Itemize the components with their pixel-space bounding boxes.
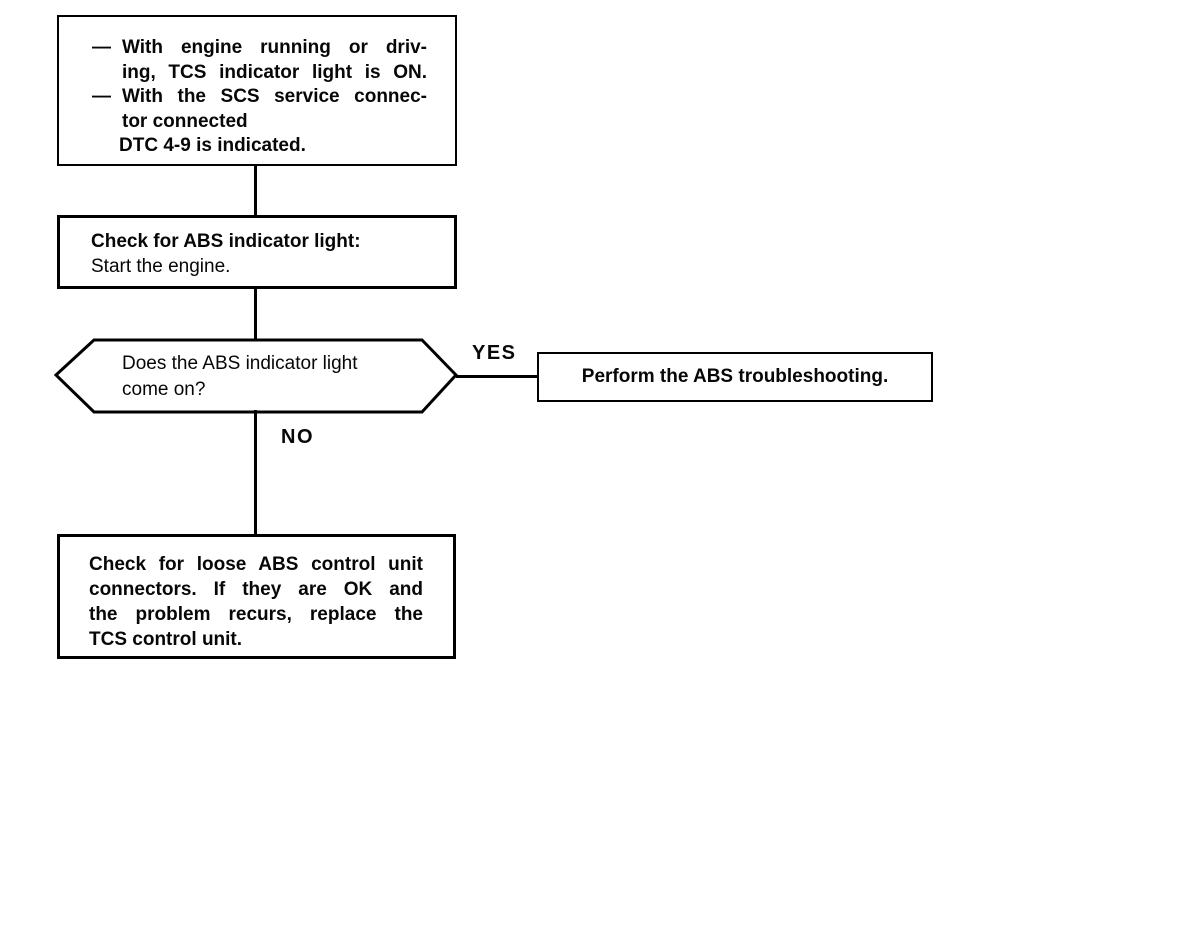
symptom-item-1: — With engine running or driv-: [92, 36, 427, 61]
decision-question-line-2: come on?: [122, 378, 206, 400]
abs-troubleshooting-box: Perform the ABS troubleshooting.: [537, 352, 933, 402]
no-branch-label: NO: [281, 426, 314, 448]
symptom-line-2: ing, TCS indicator light is ON.: [122, 61, 427, 83]
symptom-line-5: DTC 4-9 is indicated.: [119, 135, 306, 157]
connector-line-vertical-1: [254, 164, 257, 216]
symptom-item-2: — With the SCS service connec-: [92, 85, 427, 110]
connector-line-yes: [456, 375, 538, 378]
decision-question-line-1: Does the ABS indicator light: [122, 353, 358, 374]
final-action-line-3: the problem recurs, replace the: [89, 604, 423, 625]
check-step-title: Check for ABS indicator light:: [91, 231, 361, 252]
check-step-box: Check for ABS indicator light: Start the…: [57, 215, 457, 289]
decision-question: Does the ABS indicator light come on?: [122, 351, 358, 402]
dash-bullet: —: [92, 37, 111, 58]
final-action-box: Check for loose ABS control unit connect…: [57, 534, 456, 659]
check-step-action: Start the engine.: [91, 256, 231, 277]
abs-troubleshooting-text: Perform the ABS troubleshooting.: [581, 366, 889, 387]
symptom-line-1: With engine running or driv-: [122, 37, 427, 58]
connector-line-vertical-3: [254, 410, 257, 535]
final-action-line-4: TCS control unit.: [89, 629, 243, 650]
symptom-line-4: tor connected: [122, 110, 248, 132]
symptom-box: — With engine running or driv- ing, TCS …: [57, 15, 457, 166]
final-action-line-2: connectors. If they are OK and: [89, 579, 423, 600]
symptom-line-3: With the SCS service connec-: [122, 86, 427, 108]
dash-bullet: —: [92, 86, 111, 108]
connector-line-vertical-2: [254, 287, 257, 341]
yes-branch-label: YES: [472, 342, 517, 364]
final-action-line-1: Check for loose ABS control unit: [89, 554, 423, 575]
